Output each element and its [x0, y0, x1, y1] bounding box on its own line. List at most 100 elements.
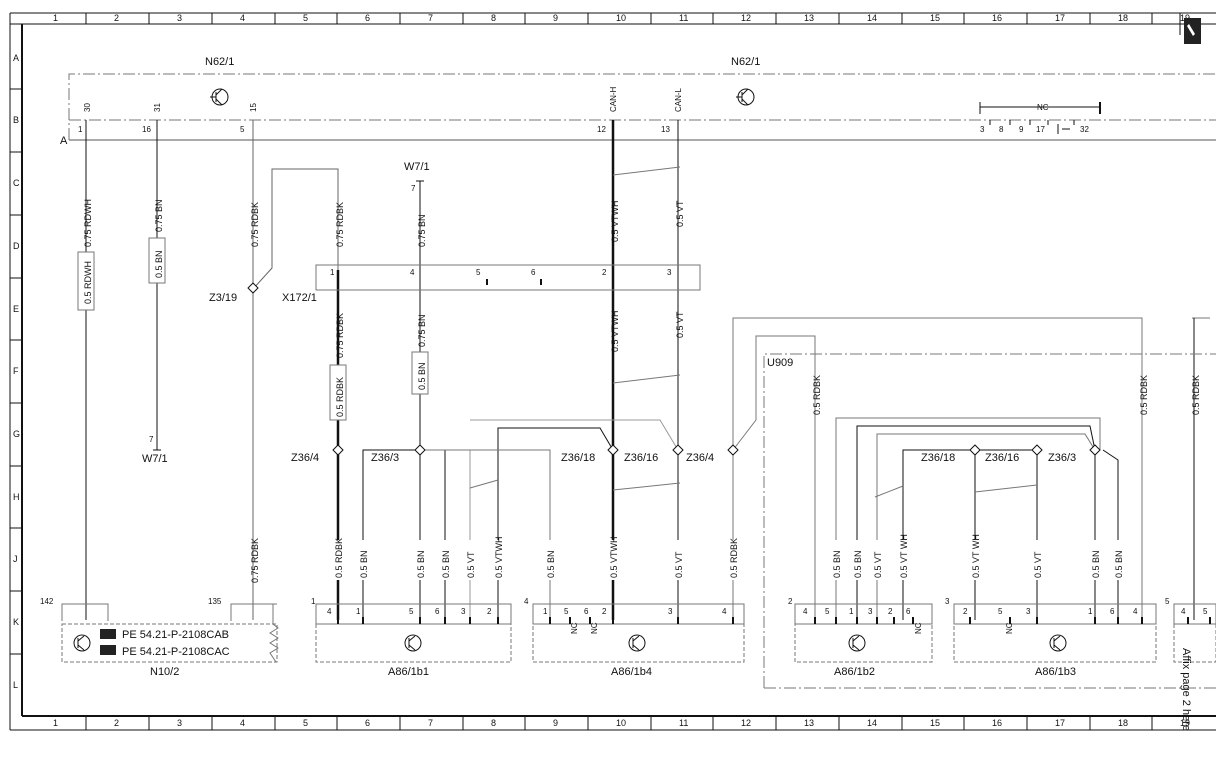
column-number: 5 — [303, 13, 308, 23]
column-number: 13 — [804, 13, 814, 23]
w7-top-label: W7/1 — [404, 161, 430, 173]
conn-num: 2 — [788, 597, 793, 606]
column-number: 2 — [114, 13, 119, 23]
wire-label: 0.5 BN — [154, 250, 164, 278]
wire-label: 0.5 BN — [416, 550, 426, 578]
wire-label: 0.75 BN — [417, 314, 427, 347]
bus-a-label: A — [60, 135, 68, 147]
label-backing — [332, 540, 344, 580]
column-number: 9 — [553, 718, 558, 728]
label-backing — [439, 540, 451, 580]
row-letter: A — [13, 53, 19, 63]
connector-pin: 2 — [602, 607, 607, 616]
pin-142: 142 — [40, 597, 54, 606]
wire-label: 0.5 VT — [873, 551, 883, 578]
transistor-icon — [848, 634, 866, 652]
connector-pin: 1 — [1088, 607, 1093, 616]
pin-num: 13 — [661, 125, 670, 134]
splice-label: Z36/18 — [921, 452, 955, 464]
wire-label: 0.5 VT — [466, 551, 476, 578]
row-letter: H — [13, 492, 20, 502]
w7-bot-label: W7/1 — [142, 453, 168, 465]
connector-pin: 2 — [963, 607, 968, 616]
row-letter: C — [13, 178, 20, 188]
w7-bot-pin: 7 — [149, 435, 154, 444]
nc-pin: 32 — [1080, 125, 1089, 134]
wire-label: 0.5 VT — [675, 311, 685, 338]
connector-pin: 4 — [327, 607, 332, 616]
column-number: 8 — [491, 13, 496, 23]
wire-label: 0.5 VT — [675, 200, 685, 227]
pin-30: 30 — [83, 103, 92, 112]
wire-label: 0.5 VT WH — [899, 534, 909, 578]
x172-pin: 1 — [330, 268, 335, 277]
wire-label: 0.5 VTWH — [610, 310, 620, 352]
connector-pin: 1 — [356, 607, 361, 616]
nc-bracket — [979, 102, 1101, 134]
column-number: 7 — [428, 13, 433, 23]
column-number: 12 — [741, 718, 751, 728]
wire-label: 0.5 RDBK — [335, 377, 345, 417]
wire-labels: 0.75 RDWH 0.5 RDWH 0.75 BN 0.5 BN 0.75 R… — [83, 199, 1201, 583]
u909-unit: U909 — [763, 353, 1216, 689]
column-number: 6 — [365, 13, 370, 23]
x172-pin: 5 — [476, 268, 481, 277]
n62-unit: N62/1 N62/1 A 30 31 15 CAN-H CAN-L 1 16 … — [60, 56, 1216, 147]
row-letter: L — [13, 680, 18, 690]
column-number: 16 — [992, 718, 1002, 728]
w7-top-pin: 7 — [411, 184, 416, 193]
a86-1b1-label: A86/1b1 — [388, 666, 429, 678]
connector-pin: 5 — [1203, 607, 1208, 616]
label-backing — [357, 540, 369, 580]
z3-19-label: Z3/19 — [209, 292, 237, 304]
column-number: 13 — [804, 718, 814, 728]
column-number: 17 — [1055, 13, 1065, 23]
column-number: 6 — [365, 718, 370, 728]
row-letter: K — [13, 617, 19, 627]
connector-pin: 5 — [409, 607, 414, 616]
column-number: 12 — [741, 13, 751, 23]
connector-pin: 3 — [1026, 607, 1031, 616]
wire-label: 0.5 BN — [1114, 550, 1124, 578]
affix-note: Affix page 2 here — [1180, 648, 1192, 731]
pin-can-h: CAN-H — [609, 86, 618, 112]
x172-pin: 3 — [667, 268, 672, 277]
a86-1b4-label: A86/1b4 — [611, 666, 652, 678]
connector-pin: 6 — [906, 607, 911, 616]
column-number: 1 — [53, 718, 58, 728]
column-number: 8 — [491, 718, 496, 728]
x172-pin: 2 — [602, 268, 607, 277]
splice-label: Z36/3 — [371, 452, 399, 464]
label-backing — [544, 540, 556, 580]
connector-pin: 5 — [564, 607, 569, 616]
label-backing — [492, 540, 504, 580]
wire-label: 0.75 BN — [154, 199, 164, 232]
transistor-icon — [73, 634, 91, 652]
a86-1b3-label: A86/1b3 — [1035, 666, 1076, 678]
label-backing — [1031, 540, 1043, 580]
wire-label: 0.5 BN — [441, 550, 451, 578]
column-number: 19 — [1180, 718, 1190, 728]
conn-num: 4 — [524, 597, 529, 606]
label-backing — [672, 540, 684, 580]
wire-label: 0.5 RDWH — [83, 261, 93, 304]
connector-pin: 4 — [722, 607, 727, 616]
a86-1b2: 2 A86/1b2 NC — [788, 597, 933, 678]
wire-label: 0.5 VTWH — [609, 536, 619, 578]
label-backing — [871, 540, 883, 580]
wire-label: 0.5 BN — [832, 550, 842, 578]
column-number: 3 — [177, 13, 182, 23]
connector-pin: 2 — [888, 607, 893, 616]
conn-num: 1 — [311, 597, 316, 606]
pe-cac: PE 54.21-P-2108CAC — [122, 646, 230, 658]
nc-mark: NC — [590, 622, 599, 634]
nc-pin: 3 — [980, 125, 985, 134]
nc-mark: NC — [914, 622, 923, 634]
column-number: 15 — [930, 718, 940, 728]
label-backing — [414, 540, 426, 580]
pin-31: 31 — [153, 103, 162, 112]
column-number: 10 — [616, 13, 626, 23]
x172-label: X172/1 — [282, 292, 317, 304]
